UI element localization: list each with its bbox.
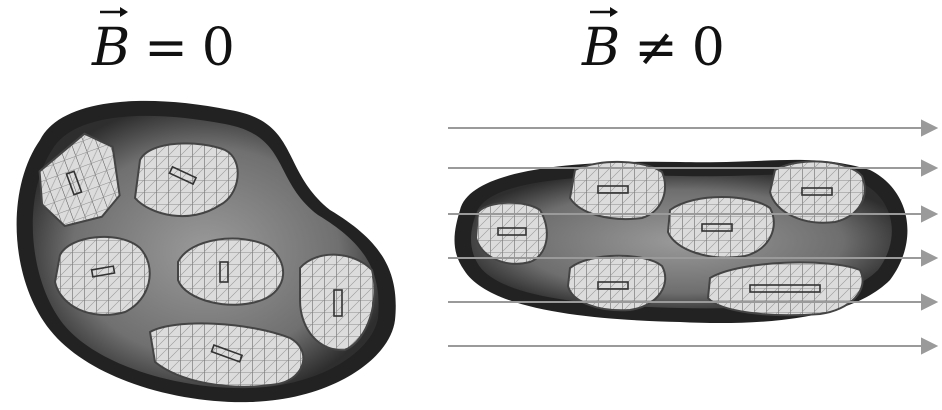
grain-4 [178, 239, 283, 305]
panel-zero-field: B=0 [0, 0, 430, 410]
grain-1 [476, 203, 547, 264]
grain-3 [668, 197, 774, 258]
grain-6 [708, 262, 863, 315]
field-line-arrow-icon [922, 251, 936, 265]
field-line-arrow-icon [922, 161, 936, 175]
magnetic-body-magnetized [430, 0, 942, 410]
field-line-arrow-icon [922, 295, 936, 309]
field-line-arrow-icon [922, 121, 936, 135]
grain-2 [570, 162, 665, 219]
panel-nonzero-field: B≠0 [430, 0, 942, 410]
magnetic-body-unmagnetized [0, 0, 430, 410]
field-line-arrow-icon [922, 339, 936, 353]
field-line-arrow-icon [922, 207, 936, 221]
